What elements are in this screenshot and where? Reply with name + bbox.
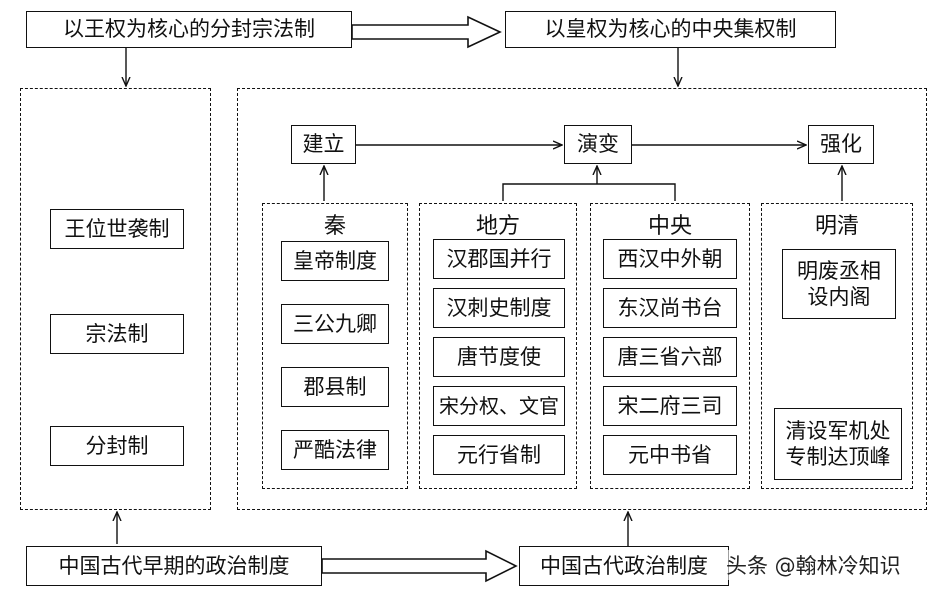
central-item: 元中书省 [603, 435, 737, 475]
group-mingqing [761, 203, 913, 489]
watermark-text: 头条 @翰林冷知识 [726, 550, 901, 580]
group-central-title: 中央 [647, 214, 692, 239]
qin-item: 三公九卿 [281, 304, 389, 344]
bottom-left-title: 中国古代早期的政治制度 [26, 546, 322, 586]
early-item: 宗法制 [50, 314, 184, 354]
group-mingqing-title: 明清 [814, 214, 859, 239]
early-item: 王位世袭制 [50, 209, 184, 249]
bottom-right-title: 中国古代政治制度 [519, 546, 729, 586]
early-system-panel [20, 88, 211, 510]
group-central [590, 203, 750, 489]
qin-item: 皇帝制度 [281, 241, 389, 281]
central-item: 唐三省六部 [603, 337, 737, 377]
early-item: 分封制 [50, 426, 184, 466]
local-item: 元行省制 [433, 435, 565, 475]
bottom-hollow-arrow [321, 549, 518, 583]
local-item: 汉刺史制度 [433, 288, 565, 328]
group-qin [262, 203, 408, 489]
stage-strengthen: 强化 [808, 125, 874, 164]
mingqing-item: 明废丞相设内阁 [782, 249, 896, 319]
central-item: 宋二府三司 [603, 386, 737, 426]
mingqing-item: 清设军机处专制达顶峰 [774, 408, 902, 480]
stage-establish: 建立 [291, 125, 356, 164]
local-item: 宋分权、文官 [433, 386, 565, 426]
top-left-title: 以王权为核心的分封宗法制 [26, 11, 352, 48]
qin-item: 郡县制 [281, 367, 389, 407]
group-local-title: 地方 [475, 214, 520, 239]
central-item: 东汉尚书台 [603, 288, 737, 328]
qin-item: 严酷法律 [281, 430, 389, 470]
central-item: 西汉中外朝 [603, 239, 737, 279]
group-local [419, 203, 577, 489]
bracket-local-central [502, 183, 676, 201]
local-item: 汉郡国并行 [433, 239, 565, 279]
central-system-panel [237, 88, 927, 510]
top-hollow-arrow [351, 15, 502, 49]
top-right-title: 以皇权为核心的中央集权制 [505, 11, 836, 48]
group-qin-title: 秦 [323, 214, 346, 239]
local-item: 唐节度使 [433, 337, 565, 377]
stage-evolve: 演变 [564, 125, 632, 164]
